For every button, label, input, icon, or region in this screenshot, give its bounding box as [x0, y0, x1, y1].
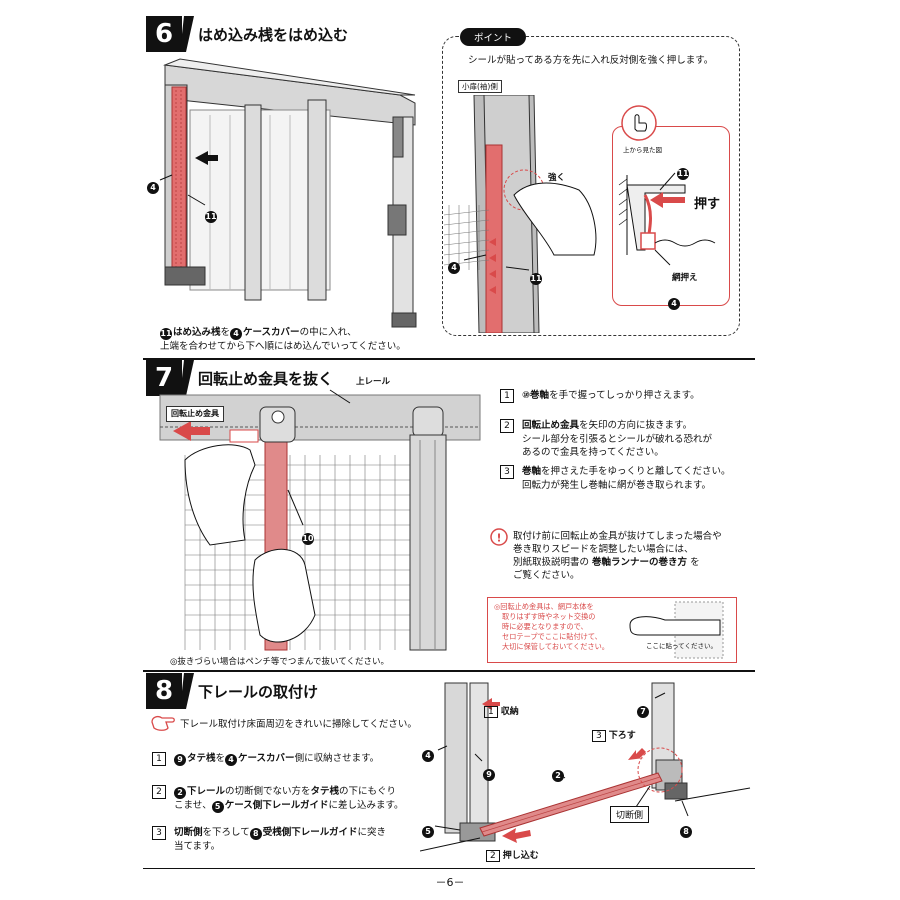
- step-8-title: 下レールの取付け: [198, 683, 319, 701]
- callout-4-frame: 4: [147, 174, 160, 194]
- stopper-label: 回転止め金具: [166, 406, 224, 422]
- callout-11-topview: 11: [677, 168, 689, 180]
- cleaning-tip: 下レール取付け床面周辺をきれいに掃除してください。: [180, 719, 417, 730]
- warning-text: 取付け前に回転止め金具が抜けてしまった場合や 巻き取りスピードを調整したい場合に…: [513, 531, 722, 581]
- point-instruction: シールが貼ってある方を先に入れ反対側を強く押します。: [468, 55, 714, 66]
- divider-7-8: [143, 670, 755, 672]
- callout-7-rail: 7: [637, 698, 650, 718]
- label-cut-side: 切断側: [610, 806, 650, 823]
- divider-6-7: [143, 358, 755, 360]
- callout-4-rail: 4: [422, 742, 435, 762]
- storage-note-box: [487, 597, 737, 663]
- svg-text:!: !: [496, 532, 501, 545]
- pointing-hand-icon: [151, 715, 175, 731]
- tape-label: ここに貼ってください。: [646, 642, 717, 650]
- point-label: ポイント: [460, 28, 527, 46]
- push-label: 押す: [694, 197, 721, 212]
- point-box: [442, 36, 740, 336]
- step-badge-slash: [180, 673, 194, 709]
- page-number: －6－: [435, 876, 465, 889]
- pliers-note: ◎抜きづらい場合はペンチ等でつまんで抜いてください。: [170, 657, 389, 667]
- step-badge-slash: [180, 16, 194, 52]
- upper-rail-label: 上レール: [356, 377, 391, 387]
- point-closeup-illustration: [444, 95, 597, 333]
- footer-divider: [143, 868, 755, 869]
- top-view-illustration: [618, 172, 716, 266]
- stopper-removal-illustration: [159, 389, 481, 651]
- callout-2-rail: 2: [552, 762, 565, 782]
- step-badge-slash: [180, 360, 194, 396]
- callout-8-rail: 8: [680, 818, 693, 838]
- strong-label: 強く: [548, 173, 566, 183]
- step-6-title: はめ込み桟をはめ込む: [198, 26, 349, 44]
- tape-illustration: [629, 601, 724, 659]
- step-8-badge: 8: [146, 673, 182, 709]
- top-view-label: 上から見た図: [623, 146, 662, 154]
- side-label: 小扉(袖)側: [458, 80, 502, 93]
- screen-frame-illustration: [159, 58, 417, 328]
- step-7-badge: 7: [146, 360, 182, 396]
- callout-10: 10: [302, 533, 314, 545]
- callout-4-point: 4: [448, 254, 461, 274]
- callout-11-frame: 11: [205, 211, 217, 223]
- callout-5-rail: 5: [422, 818, 435, 838]
- step-6-badge: 6: [146, 16, 182, 52]
- callout-9-rail: 9: [483, 761, 496, 781]
- callout-4-topview: 4: [668, 290, 681, 310]
- warning-icon: !: [490, 528, 508, 546]
- lower-rail-illustration: [420, 682, 751, 852]
- callout-11-point: 11: [530, 273, 542, 285]
- pointing-hand-icon: [621, 105, 657, 141]
- step-7-title: 回転止め金具を抜く: [198, 370, 334, 388]
- net-holder-label: 網押え: [672, 273, 698, 283]
- storage-note-text: ◎回転止め金具は、網戸本体を 取りはずす時やネット交換の 時に必要となりますので…: [494, 602, 609, 651]
